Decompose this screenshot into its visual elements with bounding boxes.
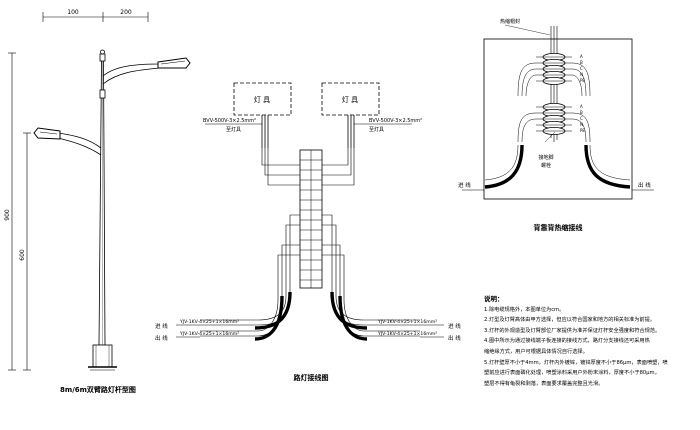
connector-group-top — [536, 53, 572, 86]
feed-right-bottom: YJV-1KV-4×25+1×16mm² — [377, 331, 437, 337]
lower-lamp-head — [33, 127, 61, 140]
note-line: 3.灯杆的外观造型及灯臂部位厂家提供为准并保证灯杆安全强度和符合规范。 — [484, 327, 661, 334]
heat-shrink-lead-label: 热缩帽封 — [500, 18, 520, 25]
cable-right-label: BVV-500V-3×2.5mm² — [369, 118, 422, 124]
notes-heading: 说明： — [484, 295, 504, 303]
grounding-label: 接地脚 — [538, 154, 553, 161]
note-line: 1.除电缆规格外，本图单位为cm。 — [484, 306, 565, 313]
phase-label: B — [580, 110, 583, 115]
phase-label: PE — [580, 128, 585, 133]
cable-right-sublabel: 至灯具 — [369, 126, 384, 133]
note-line: 塑层不得有龟裂和剥落，表面要求覆盖完整且光滑。 — [484, 380, 604, 387]
dim-top-right: 200 — [120, 9, 132, 16]
phase-label: N — [580, 122, 583, 127]
lamp-box-left — [233, 82, 292, 116]
terminal-frame — [483, 38, 633, 200]
note-line: 5.灯杆壁厚不小于4mm，灯杆内外镀锌，镀锌厚度不小于86μm，表面喷塑，喷 — [484, 359, 668, 366]
terminal-in-label: 进 线 — [458, 181, 471, 189]
pole-caption: 8m/6m双臂路灯杆型图 — [60, 385, 136, 394]
notes-block: 说明： 1.除电缆规格外，本图单位为cm。 2.灯型及灯臂高体由甲方选择，但应以… — [484, 294, 696, 389]
pole-labels: 100 200 900 600 8m/6m双臂路灯杆型图 — [4, 9, 136, 394]
note-line: 塑前应进行表面磷化处理，喷塑涂料采用户外粉末涂料，厚度不小于80μm， — [484, 370, 660, 377]
in-left-label: 进 线 — [155, 322, 168, 330]
phase-label: PE — [580, 78, 585, 83]
terminal-diagram — [462, 24, 654, 200]
note-line: 缩绝缘方式，用户可根据具体情况自行选择。 — [484, 348, 588, 355]
wiring-diagram — [176, 82, 444, 341]
note-line: 4.图中所示为通过接线端子板连接的接线方式，路灯分支接线还可采用热 — [484, 338, 650, 345]
dim-height-lower: 600 — [19, 249, 26, 261]
upper-lamp-head — [157, 57, 191, 69]
cable-left-sublabel: 至灯具 — [226, 126, 241, 133]
feed-right-top: YJV-1KV-4×25+1×16mm² — [377, 319, 437, 325]
terminal-caption: 背靠背热缩接线 — [534, 223, 583, 232]
cable-left-label: BVV-500V-3×2.5mm² — [203, 118, 256, 124]
phase-label: C — [580, 66, 583, 71]
connector-group-bottom — [536, 103, 572, 136]
terminal-block-rows — [300, 159, 322, 281]
wiring-labels: 灯 具 灯 具 BVV-500V-3×2.5mm² 至灯具 BVV-500V-3… — [155, 95, 461, 382]
wiring-caption: 路灯接线图 — [294, 373, 329, 382]
lamp-right-label: 灯 具 — [342, 95, 358, 104]
phase-label: B — [580, 60, 583, 65]
note-line: 2.灯型及灯臂高体由甲方选择，但应以符合国家和地方的相关标准为前提。 — [484, 317, 655, 324]
terminal-labels: 热缩帽封 接地脚 螺栓 进 线 出 线 背靠背热缩接线 A B C N PE A… — [458, 18, 651, 232]
phase-labels-top: A B C N PE — [580, 54, 585, 83]
phase-label: N — [580, 72, 583, 77]
phase-labels-bottom: A B C N PE — [580, 104, 585, 133]
pole-elevation — [8, 12, 191, 371]
lamp-left-label: 灯 具 — [254, 95, 270, 104]
out-right-label: 出 线 — [448, 334, 461, 342]
pole-shaft — [98, 59, 106, 346]
dim-top-left: 100 — [67, 9, 79, 16]
phase-label: A — [580, 104, 583, 109]
out-left-label: 出 线 — [155, 334, 168, 342]
in-right-label: 进 线 — [448, 322, 461, 330]
feed-left-top: YJV-1KV-4×25+1×16mm² — [179, 319, 239, 325]
phase-label: C — [580, 116, 583, 121]
lamp-box-right — [321, 82, 380, 116]
grounding-label-2: 螺栓 — [541, 162, 551, 169]
dim-height-total: 900 — [4, 209, 11, 221]
phase-label: A — [580, 54, 583, 59]
terminal-out-label: 出 线 — [638, 181, 651, 189]
feed-left-bottom: YJV-1KV-4×25+1×16mm² — [179, 331, 239, 337]
